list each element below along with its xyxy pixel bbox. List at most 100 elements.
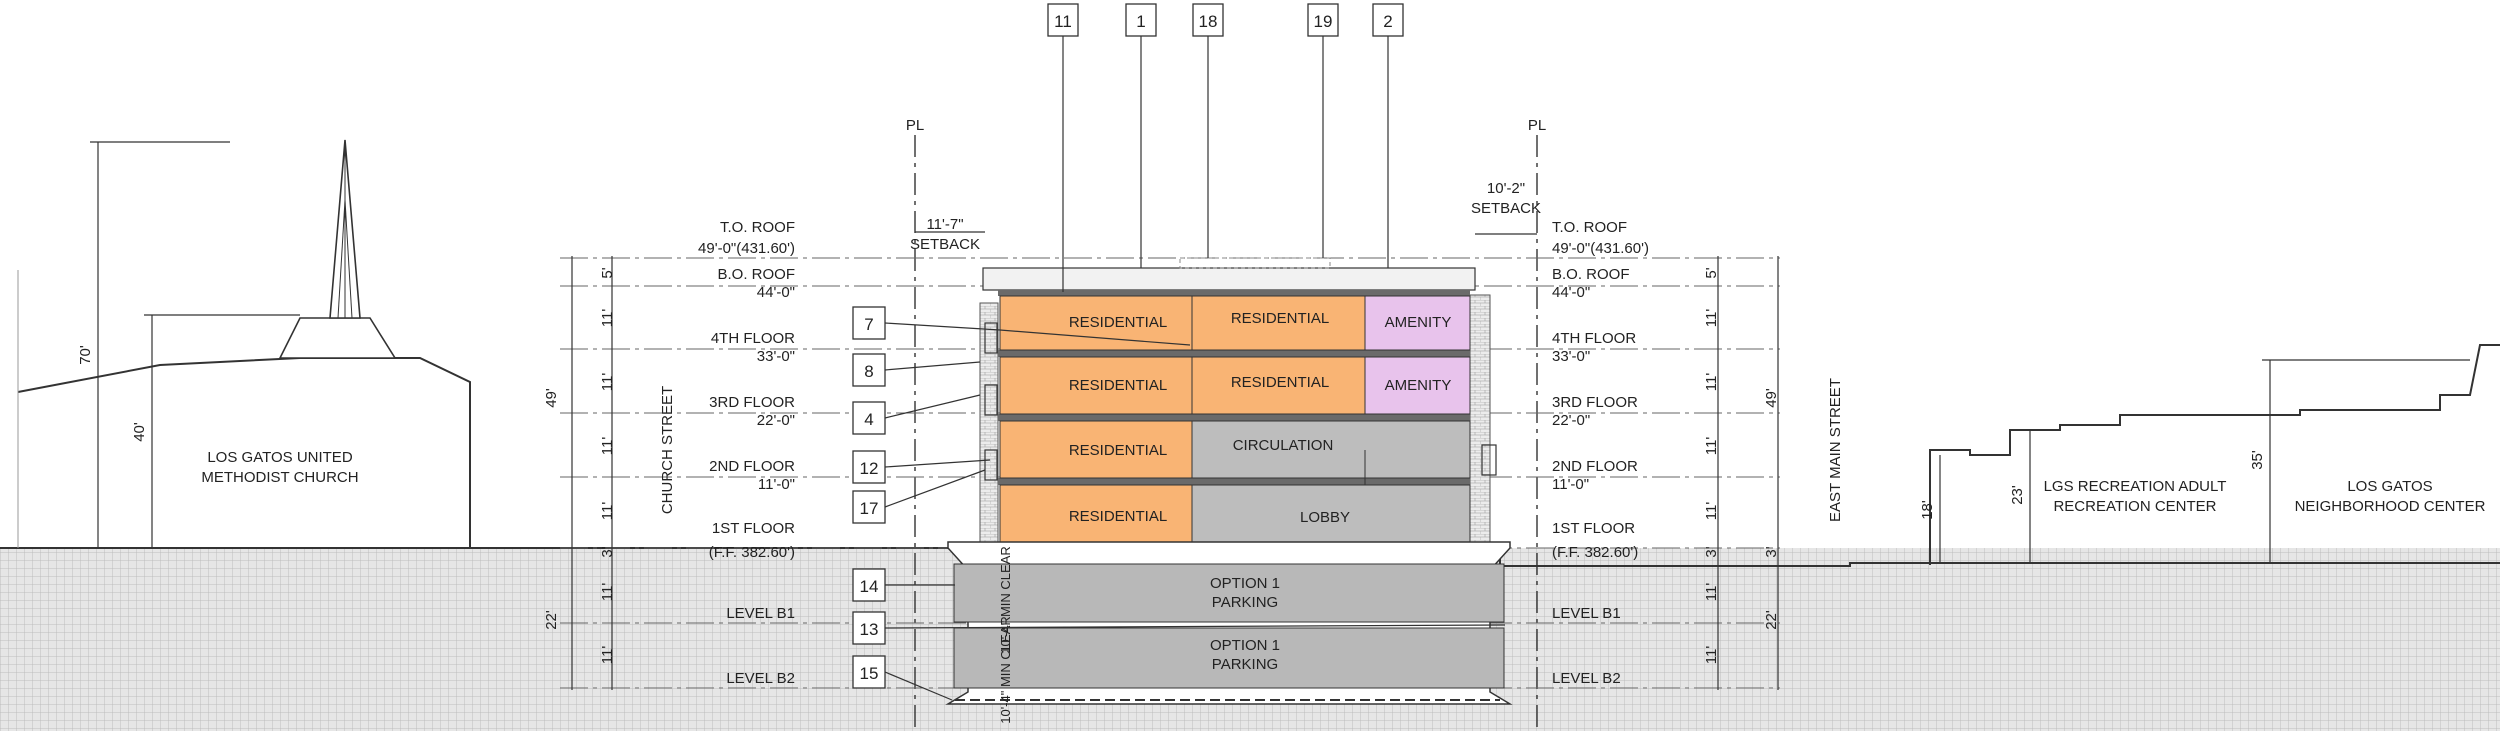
room-2-residential (999, 420, 1193, 479)
balcony-rails (984, 322, 1497, 481)
east-main-street-label: EAST MAIN STREET (1827, 378, 1844, 522)
top-keynote-leaders (1062, 36, 1389, 292)
church-height-dims (90, 141, 300, 548)
right-level-bo-roof: B.O. ROOF (1552, 266, 1630, 283)
left-level-bo-roof: B.O. ROOF (717, 266, 795, 283)
keynote-4-tag: 4 (852, 401, 886, 435)
right-level-to-roof: T.O. ROOF (1552, 219, 1627, 236)
room-label-4a: RESIDENTIAL (1069, 314, 1167, 331)
room-label-1a: RESIDENTIAL (1069, 508, 1167, 525)
right-dim-11d: 11' (1703, 502, 1720, 521)
left-dim-11b: 11' (599, 373, 616, 392)
keynote-13-label: 13 (860, 620, 879, 639)
first-floor (999, 484, 1471, 546)
left-keynote-leaders (884, 322, 1506, 701)
left-level-4th-elev: 33'-0" (757, 348, 795, 365)
parking-b2-line2: PARKING (1212, 656, 1278, 673)
right-dim-11c: 11' (1703, 437, 1720, 456)
recreation-label-1: LGS RECREATION ADULT (2044, 478, 2227, 495)
left-dim-5: 5' (599, 267, 616, 278)
right-level-2nd-elev: 11'-0" (1552, 476, 1589, 493)
keynote-8-label: 8 (864, 362, 873, 381)
left-level-to-roof-elev: 49'-0"(431.60') (698, 240, 795, 257)
left-level-1st-elev: (F.F. 382.60') (709, 544, 795, 561)
keynote-17-label: 17 (860, 499, 879, 518)
keynote-7-label: 7 (864, 315, 873, 334)
min-clear-b2: 10'-4" MIN CLEAR (998, 616, 1013, 724)
keynote-1-tag: 1 (1125, 3, 1157, 37)
room-label-3a: RESIDENTIAL (1069, 377, 1167, 394)
keynote-14-tag: 14 (852, 568, 886, 602)
room-label-2b: CIRCULATION (1233, 437, 1334, 454)
keynote-15-label: 15 (860, 664, 879, 683)
left-dim-11d: 11' (599, 502, 616, 521)
right-dim-3: 3' (1703, 546, 1720, 557)
left-dimension-lines (571, 256, 613, 690)
left-level-3rd: 3RD FLOOR (709, 394, 795, 411)
left-level-2nd-elev: 11'-0" (758, 476, 795, 493)
keynote-14-label: 14 (860, 577, 879, 596)
keynote-13-tag: 13 (852, 611, 886, 645)
church-label-1: LOS GATOS UNITED (207, 449, 352, 466)
keynote-12-label: 12 (860, 459, 879, 478)
right-dimension-lines (1717, 256, 1779, 690)
room-label-3c: AMENITY (1385, 377, 1452, 394)
room-3-amenity (1364, 356, 1471, 415)
parking-b1 (953, 563, 1505, 623)
setback-left-value: 11'-7" (926, 216, 963, 233)
parking-b1-line1: OPTION 1 (1210, 575, 1280, 592)
right-level-to-roof-elev: 49'-0"(431.60') (1552, 240, 1649, 257)
left-level-to-roof: T.O. ROOF (720, 219, 795, 236)
keynote-2-tag: 2 (1372, 3, 1404, 37)
keynote-7-tag: 7 (852, 306, 886, 340)
keynote-8-tag: 8 (852, 353, 886, 387)
church-street-label: CHURCH STREET (659, 386, 676, 514)
right-dim-below: 22' (1763, 610, 1780, 630)
parking-b2 (953, 627, 1505, 689)
room-3-residential-b (1191, 356, 1366, 415)
east-facade-brick (1469, 294, 1491, 549)
right-level-bo-roof-elev: 44'-0" (1552, 284, 1590, 301)
room-label-4b: RESIDENTIAL (1231, 310, 1329, 327)
right-level-b2: LEVEL B2 (1552, 670, 1621, 687)
right-level-2nd: 2ND FLOOR (1552, 458, 1638, 475)
right-dim-total: 49' (1763, 388, 1780, 408)
room-1-lobby (1191, 484, 1471, 546)
right-level-4th-elev: 33'-0" (1552, 348, 1590, 365)
keynote-11-label: 11 (1054, 12, 1072, 31)
keynote-19-label: 19 (1314, 12, 1333, 31)
right-level-1st-elev: (F.F. 382.60') (1552, 544, 1638, 561)
left-level-4th: 4TH FLOOR (711, 330, 795, 347)
neighborhood-label-2: NEIGHBORHOOD CENTER (2295, 498, 2486, 515)
west-facade-brick (979, 302, 999, 549)
keynote-18-tag: 18 (1192, 3, 1224, 37)
recreation-height-18: 18' (1919, 500, 1936, 520)
keynote-19-tag: 19 (1307, 3, 1339, 37)
recreation-label-2: RECREATION CENTER (2053, 498, 2216, 515)
right-level-3rd: 3RD FLOOR (1552, 394, 1638, 411)
left-level-bo-roof-elev: 44'-0" (757, 284, 795, 301)
left-dim-3: 3' (599, 546, 616, 557)
neighborhood-label-1: LOS GATOS (2347, 478, 2432, 495)
keynote-17-tag: 17 (852, 490, 886, 524)
keynote-11-tag: 11 (1047, 3, 1079, 37)
keynote-12-tag: 12 (852, 450, 886, 484)
right-dim-b11a: 11' (1703, 583, 1720, 602)
church-height-40: 40' (131, 422, 148, 442)
right-dim-11a: 11' (1703, 309, 1720, 328)
parking-b2-line1: OPTION 1 (1210, 637, 1280, 654)
recreation-center-massing (1929, 344, 2500, 565)
setback-left-label: SETBACK (910, 236, 980, 253)
left-dim-b11b: 11' (599, 646, 616, 665)
keynote-1-label: 1 (1136, 12, 1145, 31)
left-dim-below: 22' (543, 610, 560, 630)
keynote-4-label: 4 (864, 410, 873, 429)
room-label-1b: LOBBY (1300, 509, 1350, 526)
room-label-4c: AMENITY (1385, 314, 1452, 331)
left-dim-total: 49' (543, 388, 560, 408)
third-floor (999, 356, 1471, 415)
church-massing (17, 139, 471, 548)
neighbor-dim-lines (1939, 359, 2470, 563)
left-dim-11c: 11' (599, 437, 616, 456)
